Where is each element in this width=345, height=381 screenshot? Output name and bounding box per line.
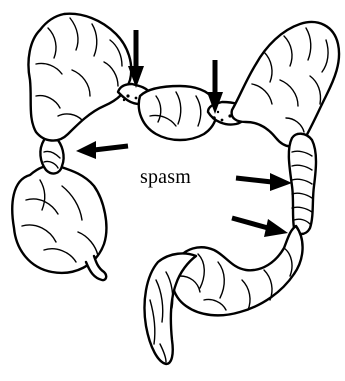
- ascending-colon: [12, 165, 106, 280]
- arrow-right-lower: [232, 218, 288, 237]
- descending-colon-narrow: [289, 134, 316, 234]
- spasm-label: spasm: [138, 165, 193, 189]
- sigmoid-colon: [172, 226, 303, 315]
- arrow-right-upper: [236, 173, 292, 191]
- transverse-middle: [139, 86, 217, 140]
- splenic-flexure: [232, 22, 339, 147]
- hepatic-flexure: [28, 14, 131, 141]
- arrow-left: [76, 141, 128, 159]
